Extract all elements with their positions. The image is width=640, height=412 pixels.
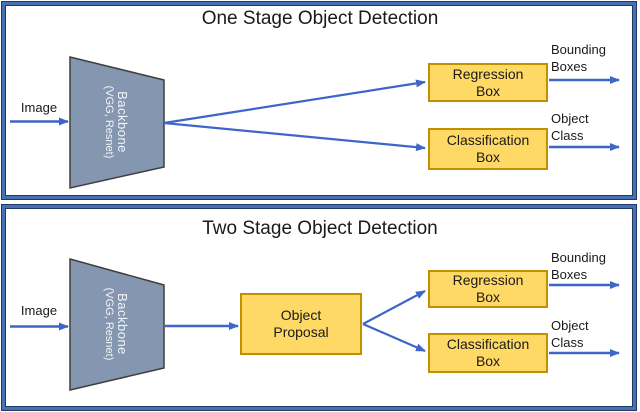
classification-box-2-line1: Classification [446, 336, 530, 352]
backbone-variants-2: (VGG, Resnet) [103, 287, 115, 361]
object-class-label-2-line2: Class [551, 335, 584, 350]
image-input-label-1: Image [20, 100, 58, 115]
regression-box-2-line2: Box [475, 289, 501, 305]
backbone-name-2: Backbone [115, 293, 130, 355]
bounding-boxes-label-2-line2: Boxes [551, 267, 588, 282]
object-class-label-1-line1: Object [551, 111, 589, 126]
two-stage-title: Two Stage Object Detection [202, 218, 438, 239]
two-stage-panel [2, 205, 636, 410]
bounding-boxes-label-1-line2: Boxes [551, 59, 588, 74]
object-proposal-box-2-line1: Object [280, 307, 322, 323]
object-proposal-box-2: Object Proposal [240, 293, 362, 355]
bounding-boxes-label-2: Bounding Boxes [551, 249, 606, 283]
regression-box-2: Regression Box [428, 270, 548, 308]
classification-box-2: Classification Box [428, 333, 548, 373]
object-class-label-1-line2: Class [551, 128, 584, 143]
bounding-boxes-label-1-line1: Bounding [551, 42, 606, 57]
one-stage-panel [2, 2, 636, 199]
backbone-name-1: Backbone [115, 91, 130, 153]
classification-box-2-line2: Box [475, 353, 501, 369]
object-class-label-1: Object Class [551, 110, 589, 144]
regression-box-1-line1: Regression [452, 65, 524, 82]
backbone-label-1: Backbone (VGG, Resnet) [102, 86, 130, 159]
backbone-variants-1: (VGG, Resnet) [103, 85, 115, 159]
backbone-label-2: Backbone (VGG, Resnet) [102, 288, 130, 361]
classification-box-1-line1: Classification [446, 132, 530, 148]
regression-box-1: Regression Box [428, 63, 548, 102]
object-class-label-2: Object Class [551, 317, 589, 351]
one-stage-title: One Stage Object Detection [201, 8, 439, 29]
bounding-boxes-label-1: Bounding Boxes [551, 41, 606, 75]
object-proposal-box-2-line2: Proposal [273, 324, 329, 340]
classification-box-1-line2: Box [475, 149, 501, 165]
bounding-boxes-label-2-line1: Bounding [551, 250, 606, 265]
classification-box-1: Classification Box [428, 128, 548, 170]
image-input-label-2: Image [20, 303, 58, 318]
regression-box-1-line2: Box [475, 82, 501, 99]
object-class-label-2-line1: Object [551, 318, 589, 333]
regression-box-2-line1: Regression [452, 272, 524, 288]
